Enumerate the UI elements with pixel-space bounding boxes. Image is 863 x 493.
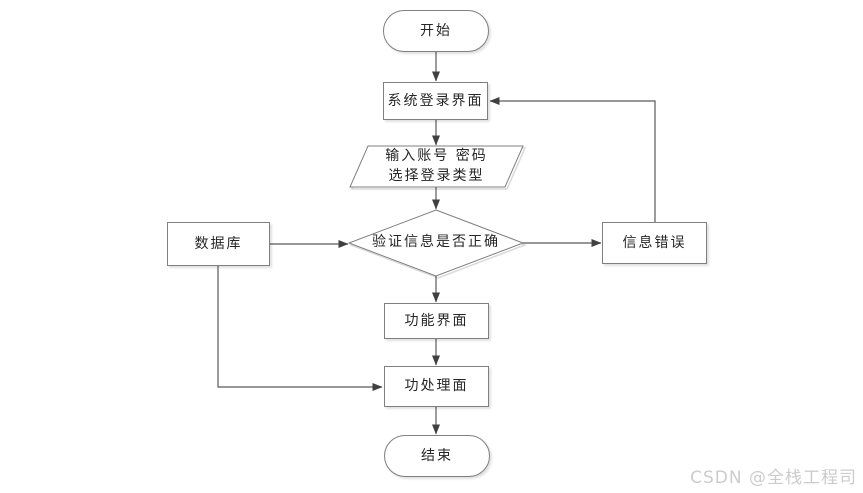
node-start: 开始 (383, 10, 489, 52)
csdn-watermark: CSDN @全栈工程司 (690, 468, 857, 488)
node-error: 信息错误 (602, 222, 707, 264)
node-login-label: 系统登录界面 (387, 92, 484, 109)
edge-error-login (489, 97, 656, 222)
node-end: 结束 (384, 435, 490, 477)
node-input-line1: 输入账号 密码 (385, 147, 488, 164)
node-database: 数据库 (167, 222, 270, 266)
node-function-label: 功能界面 (404, 312, 469, 329)
node-end-label: 结束 (421, 447, 453, 464)
edge-database-process (217, 266, 383, 391)
node-database-label: 数据库 (194, 235, 243, 252)
node-start-label: 开始 (420, 22, 452, 39)
parallelogram-shape (349, 145, 524, 188)
node-process-screen: 功处理面 (384, 366, 489, 407)
node-verify-decision: 验证信息是否正确 (349, 210, 523, 276)
node-input-credentials: 输入账号 密码 选择登录类型 (350, 146, 523, 187)
node-process-label: 功处理面 (404, 378, 469, 395)
node-input-line2: 选择登录类型 (388, 167, 485, 184)
node-login-screen: 系统登录界面 (383, 82, 488, 120)
node-verify-label: 验证信息是否正确 (372, 234, 500, 251)
node-error-label: 信息错误 (622, 234, 687, 251)
node-function-screen: 功能界面 (384, 303, 489, 339)
